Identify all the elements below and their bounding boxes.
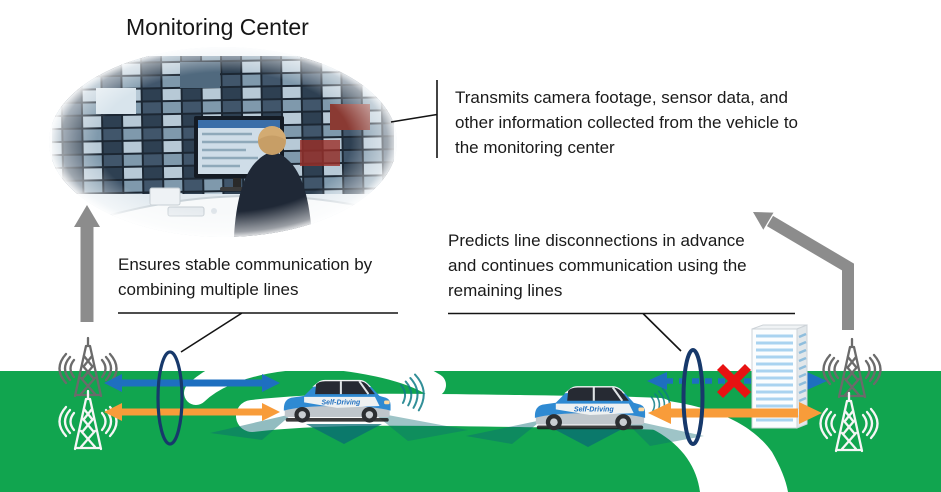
disconnect-x-icon	[716, 363, 752, 399]
annotation-predicts: Predicts line disconnections in advance …	[448, 228, 747, 303]
annotation-transmits-line-1: Transmits camera footage, sensor data, a…	[455, 88, 788, 107]
annotation-transmits-line-3: the monitoring center	[455, 138, 615, 157]
bundling-rings	[156, 348, 705, 446]
orange-link-arrow-1	[104, 403, 280, 421]
diagram-title: Monitoring Center	[126, 14, 309, 40]
bundling-ring-icon-1	[156, 350, 184, 446]
annotation-predicts-line-3: remaining lines	[448, 281, 563, 300]
annotation-predicts-line-1: Predicts line disconnections in advance	[448, 231, 745, 250]
bundling-ring-icon-2	[681, 348, 705, 446]
annotation-ensures-line-1: Ensures stable communication by	[118, 255, 373, 274]
callout-lines	[118, 80, 795, 353]
annotation-ensures: Ensures stable communication by combinin…	[118, 252, 372, 302]
annotation-ensures-line-2: combining multiple lines	[118, 280, 299, 299]
callout-predicts-line	[448, 312, 795, 352]
annotation-transmits: Transmits camera footage, sensor data, a…	[455, 85, 798, 160]
up-arrow-icon	[74, 205, 100, 322]
monitoring-center-photo	[49, 47, 397, 237]
callout-ensures-line	[118, 312, 398, 353]
uplink-arrows	[74, 205, 854, 330]
blue-link-arrow-1	[104, 374, 280, 392]
callout-transmits-line	[390, 80, 438, 158]
elbow-arrow-icon	[753, 212, 854, 330]
sensor-cones	[210, 412, 704, 447]
annotation-transmits-line-2: other information collected from the veh…	[455, 113, 799, 132]
orange-link-arrow-2	[648, 402, 822, 424]
annotation-predicts-line-2: and continues communication using the	[448, 256, 747, 275]
